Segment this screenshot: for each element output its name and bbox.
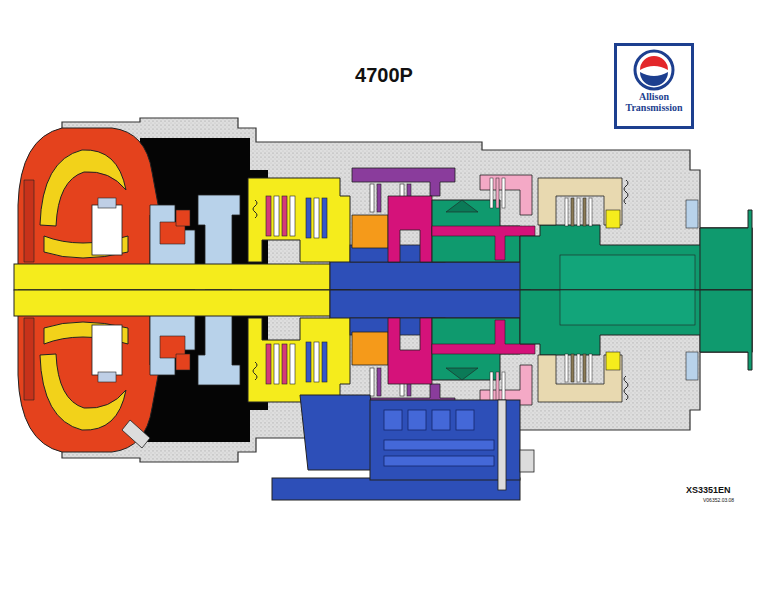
model-title: 4700P <box>355 64 413 87</box>
revision-code: V06352.03.08 <box>703 497 734 503</box>
label-wrap: XS3351EN <box>686 485 731 495</box>
logo-emblem <box>632 48 676 92</box>
label-wrap: V06352.03.08 <box>703 497 734 503</box>
logo-box: Allison Transmission <box>614 43 694 129</box>
logo-text: Allison Transmission <box>620 92 688 113</box>
drawing-number: XS3351EN <box>686 485 731 495</box>
